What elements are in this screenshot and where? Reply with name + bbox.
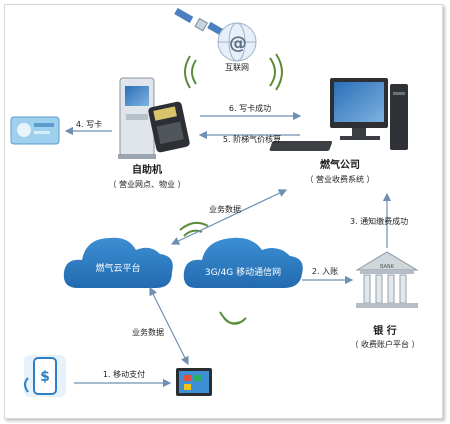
bank-sign: BANK [380, 264, 395, 270]
tablet-icon [176, 368, 212, 396]
gas-company-title: 燃气公司 [320, 158, 360, 171]
arrow-6-label: 6. 写卡成功 [229, 103, 271, 113]
satellite-icon [174, 7, 227, 37]
gas-cloud-label: 燃气云平台 [95, 262, 140, 274]
biz-data-label-2: 业务数据 [132, 327, 164, 337]
mobile-network-cloud [183, 237, 303, 288]
bank-title: 银 行 [373, 324, 396, 337]
arrow-5-label: 5. 阶梯气价核算 [223, 134, 281, 144]
arrow-1-label: 1. 移动支付 [103, 369, 145, 379]
arrow-3-label: 3. 通知缴费成功 [350, 216, 408, 226]
gas-company-computer-icon [269, 78, 408, 151]
arrow-4-label: 4. 写卡 [76, 119, 102, 129]
biz-data-label-1: 业务数据 [209, 204, 241, 214]
biz-data-arrow-1 [170, 189, 288, 245]
kiosk-subtitle: （ 营业网点、物业 ） [108, 179, 185, 189]
gas-company-subtitle: （ 营业收费系统 ） [305, 174, 374, 184]
card-reader-icon [148, 101, 190, 153]
gas-cloud-platform [63, 237, 173, 288]
biz-data-arrow-2 [149, 286, 189, 366]
kiosk-icon [118, 77, 156, 159]
svg-text:@: @ [229, 33, 247, 54]
gas-card-icon [10, 116, 60, 145]
mobile-phone-icon: $ [24, 355, 66, 397]
bank-subtitle: （ 收费账户平台 ） [350, 339, 419, 349]
internet-label: 互联网 [225, 63, 249, 72]
internet-globe-icon: @ [217, 22, 257, 62]
svg-text:$: $ [40, 369, 50, 385]
internet-signal-waves [184, 53, 283, 91]
kiosk-title: 自助机 [132, 163, 162, 176]
mobile-cloud-label: 3G/4G 移动通信网 [205, 266, 281, 278]
bank-building-icon [355, 251, 419, 308]
arrow-2-label: 2. 入账 [312, 267, 338, 276]
